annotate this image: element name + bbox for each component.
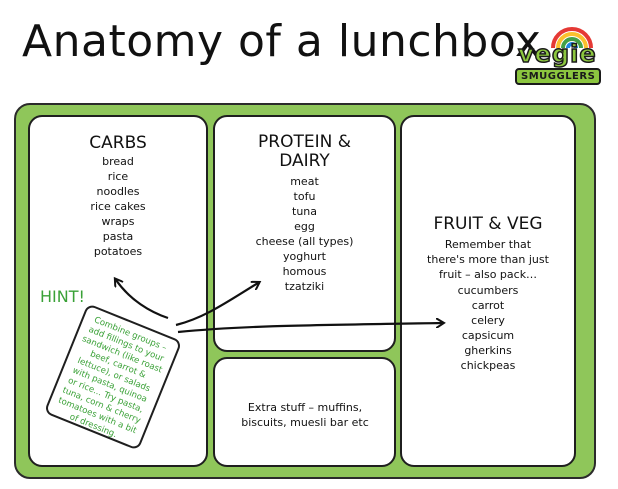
list-item: chickpeas [460,359,516,372]
list-item: pasta [102,230,134,243]
vegie-smugglers-logo: vegie SMUGGLERS [512,26,612,88]
list-item: rice [107,170,129,183]
list-item: wraps [101,215,135,228]
carbs-heading: CARBS [89,133,147,153]
logo-word-smugglers: SMUGGLERS [515,68,602,85]
list-item: tzatziki [284,280,325,293]
extra-stuff-compartment [213,357,396,467]
fruit-list: cucumbers carrot celery capsicum gherkin… [402,283,574,373]
protein-heading-line1: PROTEIN & [258,132,351,152]
list-item: meat [290,175,319,188]
list-item: gherkins [464,344,512,357]
list-item: capsicum [461,329,515,342]
fruit-intro-line: Remember that [444,238,532,251]
list-item: tuna [292,205,317,218]
fruit-intro-line: fruit – also pack… [438,268,538,281]
list-item: cucumbers [457,284,519,297]
list-item: yoghurt [282,250,326,263]
protein-heading: PROTEIN & DAIRY [215,133,394,171]
logo-word-vegie: vegie [517,39,597,69]
list-item: carrot [471,299,505,312]
list-item: tofu [293,190,316,203]
list-item: potatoes [93,245,143,258]
fruit-heading: FRUIT & VEG [433,214,543,234]
protein-dairy-compartment: PROTEIN & DAIRY meat tofu tuna egg chees… [213,115,396,352]
list-item: homous [282,265,327,278]
fruit-veg-compartment: FRUIT & VEG Remember that there's more t… [400,115,576,467]
list-item: bread [102,155,134,168]
list-item: noodles [96,185,140,198]
fruit-intro: Remember that there's more than just fru… [402,237,574,282]
hint-label: HINT! [40,287,85,306]
list-item: cheese (all types) [255,235,354,248]
list-item: egg [294,220,315,233]
protein-heading-line2: DAIRY [279,151,330,171]
rainbow-icon [551,27,593,48]
fruit-intro-line: there's more than just [427,253,549,266]
extra-stuff-text: Extra stuff – muffins, biscuits, muesli … [241,401,369,429]
carbs-list: bread rice noodles rice cakes wraps past… [30,154,206,259]
protein-list: meat tofu tuna egg cheese (all types) yo… [215,174,394,294]
list-item: rice cakes [90,200,146,213]
list-item: celery [471,314,505,327]
page-title: Anatomy of a lunchbox [22,16,542,67]
